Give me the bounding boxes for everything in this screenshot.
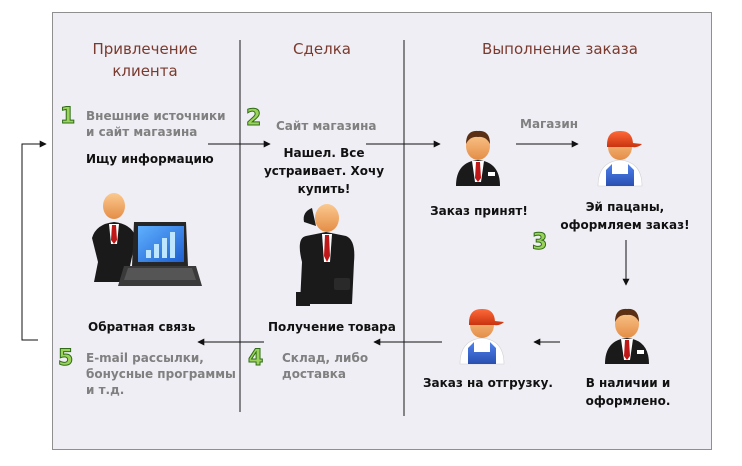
feedback-text: Обратная связь <box>88 320 196 334</box>
column-header-client: Привлечение клиента <box>60 38 230 82</box>
laptop-icon <box>92 193 202 286</box>
text-line: и сайт магазина <box>86 125 198 139</box>
received-text: Получение товара <box>268 320 396 334</box>
column-header-line: клиента <box>112 62 178 80</box>
text-line: E-mail рассылки, <box>86 351 204 365</box>
shipment-text: Заказ на отгрузку. <box>423 376 553 390</box>
text-line: оформляем заказ! <box>560 218 690 232</box>
step-number-1: 1 <box>59 104 76 130</box>
looking-text: Ищу информацию <box>86 152 214 166</box>
worker-icon <box>459 308 505 365</box>
site-text: Сайт магазина <box>276 119 377 133</box>
text-line: Эй пацаны, <box>585 200 665 214</box>
column-header-fulfillment: Выполнение заказа <box>482 40 638 58</box>
step-number-2: 2 <box>245 106 262 132</box>
step-number-4: 4 <box>247 346 264 372</box>
step-number-5: 5 <box>57 346 74 372</box>
text-line: устраивает. Хочу <box>263 164 385 178</box>
step-number-3: 3 <box>531 230 548 256</box>
text-line: оформлено. <box>585 394 671 408</box>
phone-caller-icon <box>296 204 355 306</box>
text-line: Нашел. Все <box>283 146 365 160</box>
source-text: Внешние источники и сайт магазина <box>86 108 246 140</box>
text-line: бонусные программы <box>86 367 236 381</box>
shop-text: Магазин <box>520 117 579 131</box>
order-accepted-text: Заказ принят! <box>430 204 528 218</box>
arrow-icon <box>21 140 630 346</box>
workers-text: Эй пацаны, оформляем заказ! <box>560 198 690 234</box>
found-text: Нашел. Все устраивает. Хочу купить! <box>250 144 398 198</box>
email-text: E-mail рассылки, бонусные программы и т.… <box>86 350 246 398</box>
worker-icon <box>597 130 643 187</box>
text-line: Внешние источники <box>86 109 226 123</box>
text-line: В наличии и <box>585 376 671 390</box>
manager-icon <box>605 308 649 364</box>
column-header-deal: Сделка <box>293 40 351 58</box>
text-line: доставка <box>282 367 346 381</box>
text-line: купить! <box>297 182 351 196</box>
text-line: и т.д. <box>86 383 125 397</box>
warehouse-text: Склад, либо доставка <box>282 350 400 382</box>
text-line: Склад, либо <box>282 351 369 365</box>
column-header-line: Привлечение <box>92 40 198 58</box>
manager-icon <box>456 130 500 186</box>
in-stock-text: В наличии и оформлено. <box>570 374 686 410</box>
